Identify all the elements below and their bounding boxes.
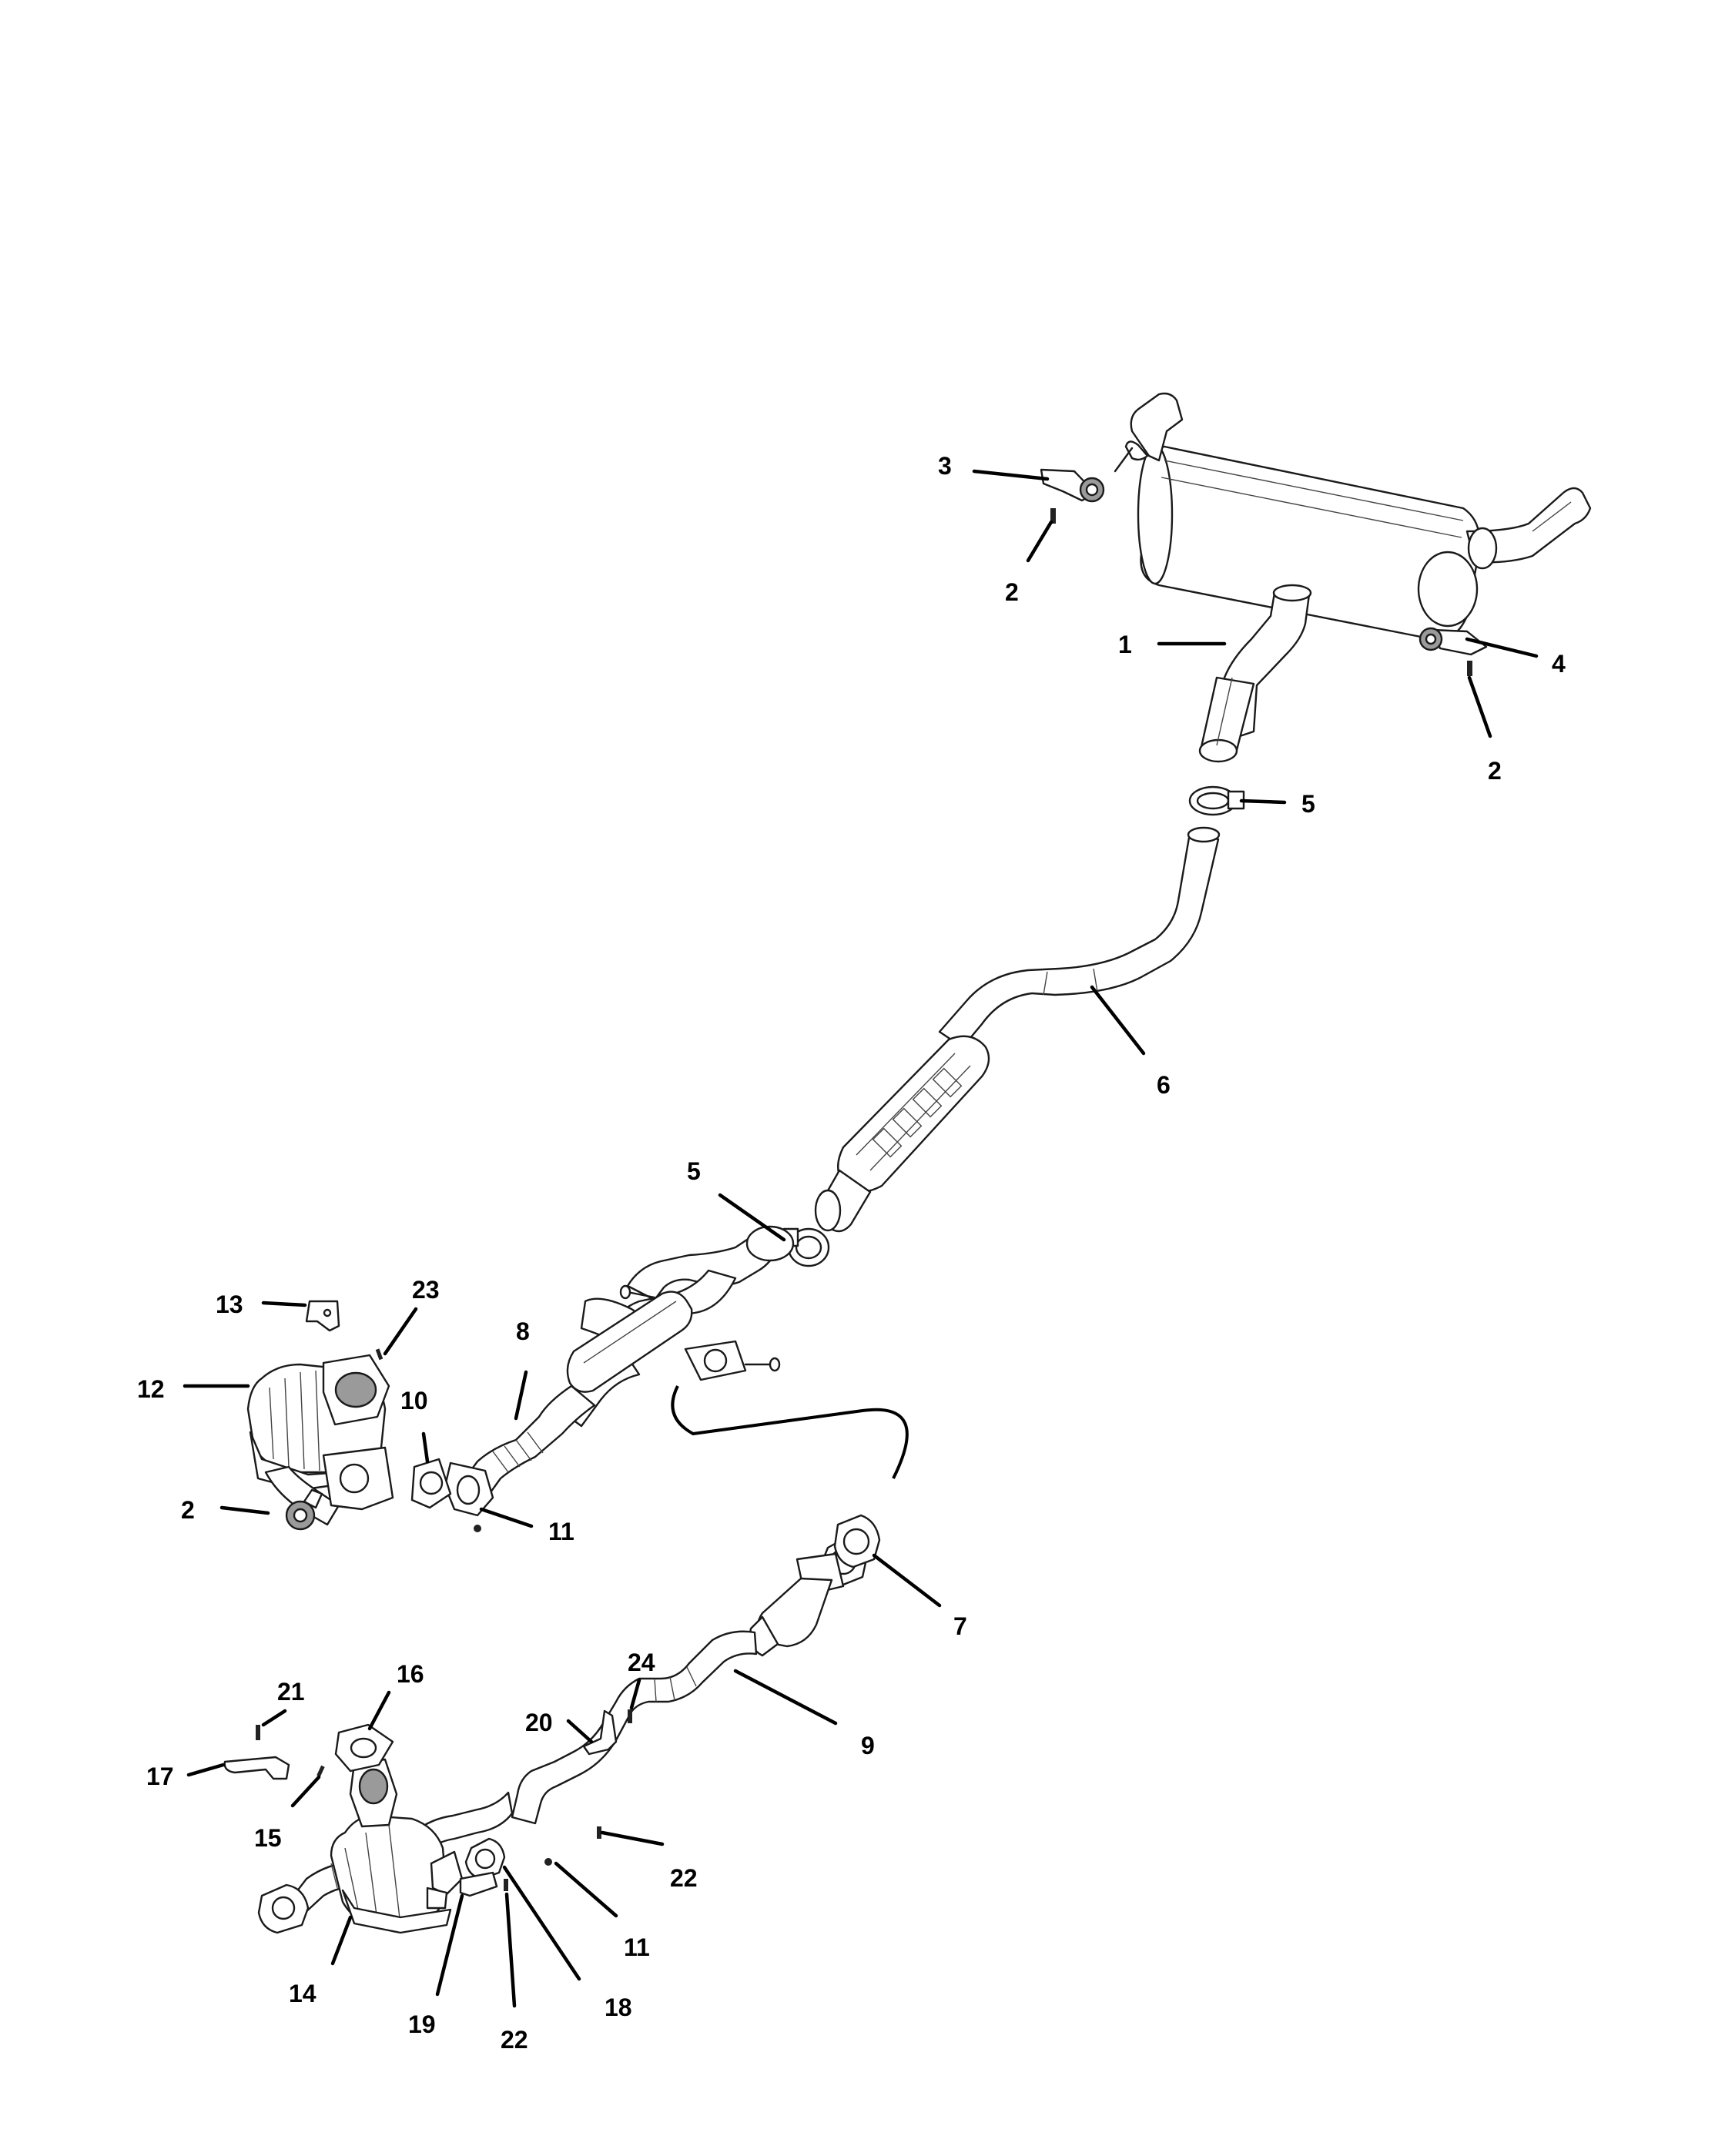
- callout-14: 14: [289, 1980, 317, 2007]
- callout-2: 2: [1488, 757, 1502, 785]
- callout-8: 8: [516, 1317, 530, 1345]
- assembly-connector-curve: [671, 1385, 909, 1479]
- callout-9: 9: [861, 1732, 875, 1759]
- hanger-bracket-rear: [1419, 627, 1488, 656]
- callout-5: 5: [687, 1157, 701, 1185]
- callout-6: 6: [1157, 1071, 1171, 1099]
- callout-15: 15: [254, 1824, 282, 1852]
- clamp-upper: [1188, 785, 1245, 816]
- nut-icon: [474, 1525, 481, 1532]
- leader-lines: [183, 469, 1539, 2008]
- callout-22: 22: [501, 2026, 528, 2054]
- callout-1: 1: [1118, 631, 1132, 658]
- callout-13: 13: [216, 1291, 243, 1318]
- callout-2: 2: [181, 1496, 195, 1524]
- callout-5: 5: [1301, 790, 1315, 818]
- muffler-assembly: [1114, 392, 1592, 763]
- callout-18: 18: [605, 1994, 632, 2021]
- callout-4: 4: [1552, 650, 1566, 678]
- callout-labels: 1 2 2 2 3 4 5 5 6 7 8 9 10 11 11 12 13 1…: [137, 452, 1566, 2054]
- hanger-bracket-front: [1040, 468, 1105, 503]
- nut-icon: [544, 1858, 552, 1866]
- catalytic-converter-lower: [330, 1758, 464, 1934]
- callout-19: 19: [408, 2010, 436, 2038]
- bracket-17: [223, 1756, 290, 1780]
- callout-16: 16: [397, 1660, 424, 1688]
- callout-23: 23: [412, 1276, 440, 1304]
- front-pipe-assembly: [444, 1225, 795, 1517]
- callout-17: 17: [146, 1763, 174, 1790]
- bolt-icon: [504, 1879, 508, 1891]
- stud-icon: [317, 1765, 325, 1777]
- callout-2: 2: [1005, 578, 1019, 606]
- callout-24: 24: [628, 1649, 655, 1676]
- stud-icon: [375, 1348, 384, 1361]
- gasket-18: [464, 1837, 506, 1880]
- callout-3: 3: [938, 452, 952, 480]
- callout-10: 10: [400, 1387, 428, 1414]
- callout-20: 20: [525, 1709, 553, 1736]
- callout-12: 12: [137, 1375, 165, 1403]
- callout-11: 11: [624, 1933, 650, 1961]
- callout-22: 22: [670, 1864, 698, 1892]
- support-bracket-13: [305, 1300, 340, 1332]
- callout-11: 11: [548, 1518, 574, 1545]
- gasket-upper: [410, 1458, 452, 1509]
- gasket-16: [334, 1723, 394, 1773]
- bolt-icon: [256, 1725, 260, 1740]
- bolt-icon: [1050, 508, 1056, 524]
- bracket-19: [459, 1871, 498, 1897]
- manifold-converter-upper: [246, 1354, 394, 1531]
- bolt-icon: [1467, 661, 1472, 676]
- bolt-icon: [597, 1826, 601, 1839]
- gasket-7: [833, 1514, 881, 1568]
- callout-7: 7: [953, 1612, 967, 1640]
- callout-21: 21: [277, 1678, 305, 1706]
- intermediate-pipe-resonator: [814, 826, 1221, 1233]
